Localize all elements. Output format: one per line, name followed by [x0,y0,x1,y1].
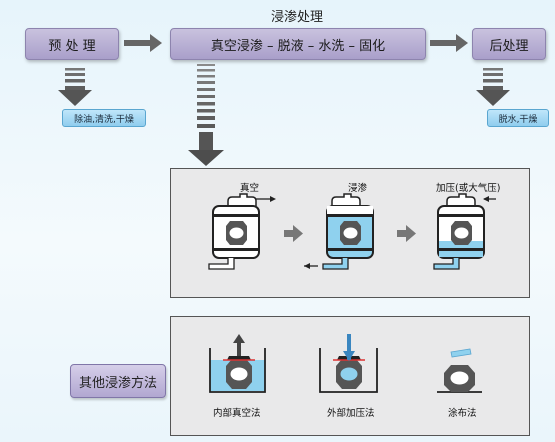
note-posttreatment: 脱水,干燥 [487,109,549,127]
step-caption-pressurize: 加压(或大气压) [436,183,501,194]
vessel-impregnation [304,193,374,270]
note-pretreatment: 除油,清洗,干燥 [62,109,146,127]
vessel-vacuum [208,193,276,270]
down-arrow-impregnation [188,64,224,166]
arrow-step1-to-step2 [284,225,303,242]
down-arrow-posttreatment [476,68,510,106]
method-caption-coating: 涂布法 [448,408,477,419]
other-methods-text: 其他浸渗方法 [78,375,157,391]
stage-impregnation-label: 真空浸渗 – 脱液 – 水洗 – 固化 [210,38,386,54]
stage-impregnation: 真空浸渗 – 脱液 – 水洗 – 固化 [170,28,426,60]
other-methods-label: 其他浸渗方法 [70,364,166,398]
vessel-pressurize [433,193,496,270]
note-posttreatment-label: 脱水,干燥 [498,114,538,125]
down-arrow-pretreatment [58,68,92,106]
method-external-pressure [319,334,378,393]
step-caption-vacuum: 真空 [240,183,260,194]
stage-posttreatment: 后处理 [472,28,546,60]
method-coating [437,348,482,393]
stage-posttreatment-label: 后处理 [489,38,529,54]
arrow-pre-to-main [124,34,162,52]
method-caption-external-pressure: 外部加压法 [327,408,375,419]
step-caption-impregnate: 浸渗 [348,183,368,194]
stage-pretreatment-label: 预 处 理 [48,38,96,54]
arrow-main-to-post [430,34,468,52]
process-title: 浸渗处理 [270,10,323,25]
stage-pretreatment: 预 处 理 [25,28,119,60]
method-internal-vacuum [209,334,266,393]
arrow-step2-to-step3 [397,225,416,242]
method-caption-internal-vacuum: 内部真空法 [213,408,261,419]
note-pretreatment-label: 除油,清洗,干燥 [74,114,134,125]
